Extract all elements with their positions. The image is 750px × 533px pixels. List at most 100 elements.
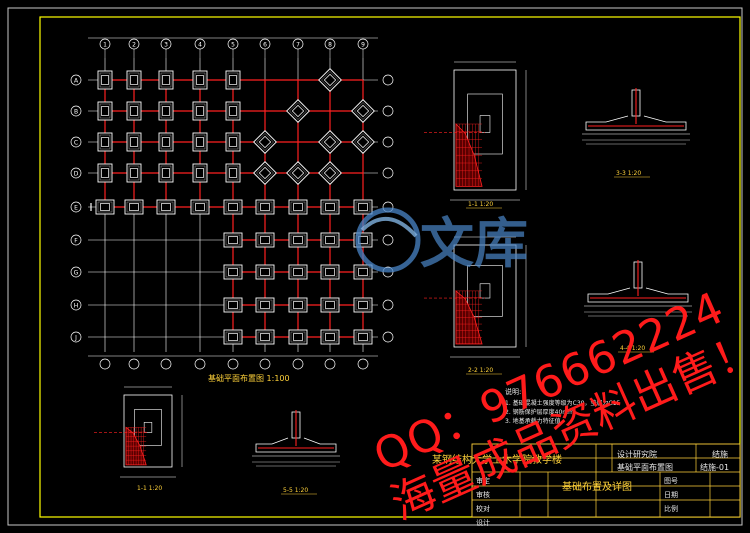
section-detail-3 bbox=[252, 410, 340, 467]
title-right-label: 比例 bbox=[664, 504, 678, 513]
grid-bubble-bottom bbox=[324, 358, 336, 370]
pad-footing bbox=[158, 101, 174, 121]
grid-bubble-right bbox=[382, 105, 394, 117]
watermark-logo: 文库 bbox=[355, 207, 528, 275]
pad-footing bbox=[353, 329, 373, 345]
grid-bubble-left bbox=[70, 331, 82, 343]
pad-footing bbox=[192, 163, 208, 183]
grid-bubble-bottom bbox=[259, 358, 271, 370]
grid-label-left: D bbox=[74, 170, 79, 177]
grid-bubble-left bbox=[70, 234, 82, 246]
grid-bubble-left bbox=[70, 105, 82, 117]
section-caption: 4-4 1:20 bbox=[620, 345, 645, 352]
pad-footing bbox=[223, 329, 243, 345]
grid-bubble-right bbox=[382, 331, 394, 343]
pad-footing bbox=[351, 99, 375, 123]
pad-footing bbox=[320, 329, 340, 345]
grid-bubble-right bbox=[382, 234, 394, 246]
detail-plan-2 bbox=[424, 236, 527, 358]
plan-label: 基础平面布置图 1:100 bbox=[208, 374, 290, 383]
grid-label-left: A bbox=[74, 77, 79, 84]
pad-footing bbox=[288, 232, 308, 248]
pad-footing bbox=[223, 232, 243, 248]
pad-footing bbox=[320, 199, 340, 215]
grid-bubble-right bbox=[382, 136, 394, 148]
grid-bubble-bottom bbox=[99, 358, 111, 370]
logo-ring bbox=[355, 207, 421, 273]
pad-footing bbox=[255, 264, 275, 280]
grid-bubble-right bbox=[382, 74, 394, 86]
pad-footing bbox=[225, 132, 241, 152]
grid-bubble-left bbox=[70, 299, 82, 311]
sheet-border bbox=[7, 7, 743, 526]
pad-footing bbox=[255, 232, 275, 248]
title-row-label: 设计 bbox=[476, 518, 490, 527]
grid-label-top: 1 bbox=[103, 42, 107, 49]
pad-footing bbox=[286, 161, 310, 185]
pad-footing bbox=[192, 101, 208, 121]
pad-footing bbox=[158, 163, 174, 183]
pad-footing bbox=[320, 297, 340, 313]
section-detail-2 bbox=[584, 260, 692, 317]
pad-footing bbox=[225, 101, 241, 121]
pad-footing bbox=[126, 101, 142, 121]
grid-bubble-left bbox=[70, 266, 82, 278]
grid-bubble-left bbox=[70, 74, 82, 86]
pad-footing bbox=[353, 264, 373, 280]
pad-footing bbox=[318, 130, 342, 154]
title-right-label: 图号 bbox=[664, 477, 678, 485]
pad-footing bbox=[288, 297, 308, 313]
grid-bubble-bottom bbox=[128, 358, 140, 370]
grid-label-left: H bbox=[74, 302, 79, 309]
pad-footing bbox=[255, 329, 275, 345]
notes-title: 说明: bbox=[505, 388, 522, 396]
pad-footing bbox=[286, 99, 310, 123]
title-block-frame bbox=[471, 443, 741, 518]
drawing-title: 基础布置及详图 bbox=[562, 482, 632, 493]
pad-footing bbox=[156, 199, 176, 215]
pad-footing bbox=[192, 70, 208, 90]
grid-label-left: G bbox=[74, 269, 79, 276]
section-caption: 1-1 1:20 bbox=[468, 201, 493, 208]
logo-text: 文库 bbox=[420, 212, 528, 275]
pad-footing bbox=[158, 70, 174, 90]
pad-footing bbox=[97, 70, 113, 90]
drawing-number: 结施-01 bbox=[700, 463, 730, 472]
pad-footing bbox=[255, 199, 275, 215]
pad-footing bbox=[288, 199, 308, 215]
pad-footing bbox=[351, 130, 375, 154]
pad-footing bbox=[353, 297, 373, 313]
pad-footing bbox=[318, 68, 342, 92]
pad-footing bbox=[97, 132, 113, 152]
grid-label-top: 6 bbox=[263, 42, 267, 49]
pad-footing bbox=[225, 163, 241, 183]
logo-swoosh bbox=[360, 216, 418, 238]
section-detail-1 bbox=[582, 88, 690, 145]
pad-footing bbox=[192, 132, 208, 152]
pad-footing bbox=[288, 264, 308, 280]
grid-bubble-bottom bbox=[194, 358, 206, 370]
title-row-label: 校对 bbox=[476, 504, 490, 513]
pad-footing bbox=[225, 70, 241, 90]
notes-line-2: 2. 钢筋保护层厚度40mm bbox=[505, 409, 574, 416]
section-caption: 1-1 1:20 bbox=[137, 485, 162, 492]
pad-footing bbox=[253, 161, 277, 185]
notes-line-1: 1. 基础混凝土强度等级为C30，垫层为C15 bbox=[505, 400, 621, 407]
grid-label-top: 4 bbox=[198, 42, 202, 49]
pad-footing bbox=[288, 329, 308, 345]
grid-label-left: F bbox=[74, 237, 78, 244]
pad-footing bbox=[320, 264, 340, 280]
section-caption: 3-3 1:20 bbox=[616, 170, 641, 177]
pad-footing bbox=[318, 161, 342, 185]
pad-footing bbox=[320, 232, 340, 248]
section-caption: 2-2 1:20 bbox=[468, 367, 493, 374]
section-caption: 5-5 1:20 bbox=[283, 487, 308, 494]
title-row-label: 审定 bbox=[476, 476, 490, 485]
grid-bubble-left bbox=[70, 136, 82, 148]
detail-plan-3 bbox=[94, 386, 183, 478]
grid-bubble-left bbox=[70, 167, 82, 179]
pad-footing bbox=[223, 264, 243, 280]
grid-bubble-bottom bbox=[160, 358, 172, 370]
